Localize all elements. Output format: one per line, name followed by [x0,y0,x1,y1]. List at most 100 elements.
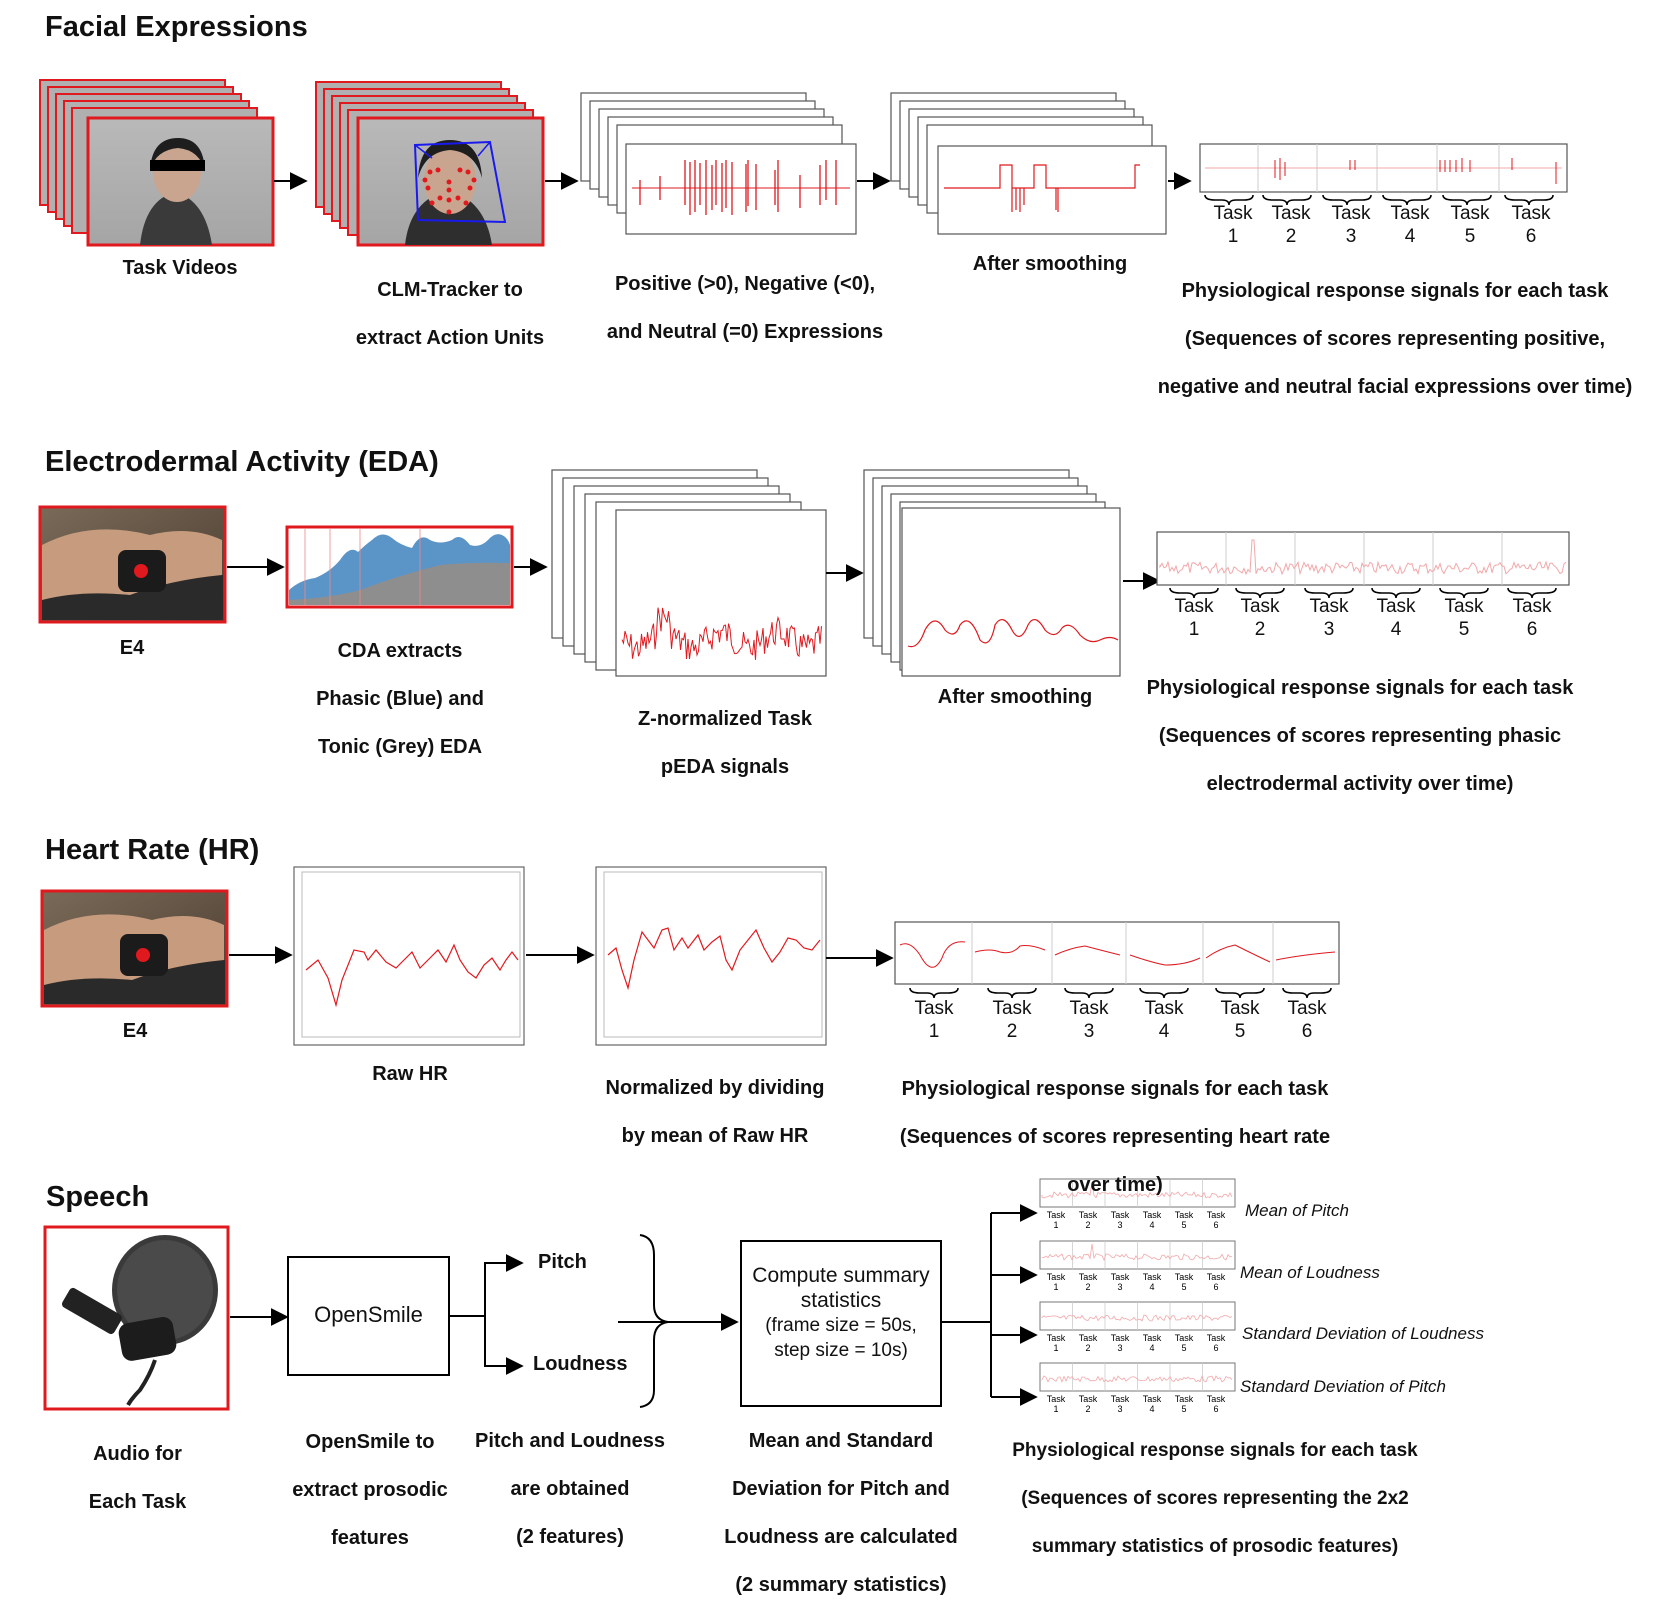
speech-mini-task-number: 2 [1085,1404,1090,1414]
caption-hr-result: Physiological response signals for each … [880,1053,1350,1221]
task-word: Task [1512,596,1552,617]
caption-speech-result-line2: (Sequences of scores representing the 2x… [1021,1488,1409,1509]
speech-mini-task-number: 1 [1053,1220,1058,1230]
speech-mini-task-number: 3 [1117,1220,1122,1230]
caption-expr-line2: and Neutral (=0) Expressions [606,321,884,343]
task-word: Task [1271,203,1311,224]
caption-clm-line1: CLM-Tracker to [377,279,523,301]
caption-branches-line2: are obtained [510,1478,630,1500]
speech-mini-task-number: 3 [1117,1343,1122,1353]
caption-summary-line3: Loudness are calculated [724,1526,958,1548]
caption-hr-device: E4 [122,1020,148,1042]
caption-speech-result-line3: summary statistics of prosodic features) [1031,1536,1399,1557]
caption-eda-smoothing: After smoothing [937,686,1093,708]
speech-mini-task-number: 6 [1213,1343,1218,1353]
task-number: 6 [1525,226,1537,247]
speech-mini-task-word: Task [1079,1272,1098,1282]
task-word: Task [1069,998,1109,1019]
speech-mini-task-word: Task [1175,1272,1194,1282]
speech-mini-task-word: Task [1143,1394,1162,1404]
caption-audio-line2: Each Task [88,1491,187,1513]
stat-label-mean-loudness: Mean of Loudness [1240,1263,1380,1282]
speech-mini-task-number: 4 [1149,1282,1154,1292]
caption-opensmile-line1: OpenSmile to [305,1431,435,1453]
speech-mini-task-word: Task [1175,1210,1194,1220]
speech-mini-task-number: 5 [1181,1404,1186,1414]
task-number: 5 [1458,619,1470,640]
caption-branches: Pitch and Loudness are obtained (2 featu… [470,1405,670,1573]
speech-mini-task-word: Task [1047,1210,1066,1220]
branch-connectors [449,1254,524,1375]
task-word: Task [914,998,954,1019]
eda-task-signals [1156,531,1570,599]
caption-cda-line3: Tonic (Grey) EDA [317,736,483,758]
task-number: 6 [1526,619,1538,640]
caption-clm-line2: extract Action Units [355,327,545,349]
speech-mini-task-number: 4 [1149,1220,1154,1230]
caption-summary-line1: Mean and Standard [748,1430,934,1452]
summary-statistics-box [740,1240,942,1407]
task-number: 2 [1285,226,1297,247]
task-word: Task [1174,596,1214,617]
speech-task-signals: Task1Task2Task3Task4Task5Task6Task1Task2… [1039,1178,1236,1414]
caption-raw-hr: Raw HR [372,1063,448,1085]
task-word: Task [1444,596,1484,617]
caption-facial-result-line1: Physiological response signals for each … [1181,280,1609,302]
task-number: 3 [1083,1021,1095,1042]
caption-cda: CDA extracts Phasic (Blue) and Tonic (Gr… [290,615,510,783]
pipeline-diagram: Task1Task2Task3Task4Task5Task6Task1Task2… [38,79,1570,1414]
stat-fanout-arrows [941,1204,1038,1406]
caption-branches-line3: (2 features) [516,1526,624,1548]
caption-opensmile-line2: extract prosodic [292,1479,448,1501]
caption-expr-line1: Positive (>0), Negative (<0), [614,273,876,295]
speech-mini-task-word: Task [1175,1394,1194,1404]
speech-mini-task-number: 2 [1085,1220,1090,1230]
task-number: 5 [1464,226,1476,247]
caption-speech-result: Physiological response signals for each … [975,1415,1455,1583]
stat-label-sd-loudness: Standard Deviation of Loudness [1242,1324,1484,1343]
speech-mini-task-number: 6 [1213,1404,1218,1414]
task-word: Task [992,998,1032,1019]
title-facial-expressions: Facial Expressions [45,11,308,43]
task-word: Task [1390,203,1430,224]
caption-eda-result-line1: Physiological response signals for each … [1146,677,1574,699]
caption-audio-line1: Audio for [93,1443,182,1465]
facial-task-signals [1199,143,1568,206]
caption-z-normalized: Z-normalized Task pEDA signals [615,683,835,803]
speech-mini-task-number: 6 [1213,1282,1218,1292]
caption-norm-line1: Normalized by dividing [605,1077,825,1099]
title-eda: Electrodermal Activity (EDA) [45,446,439,478]
task-word: Task [1240,596,1280,617]
caption-eda-device: E4 [119,637,145,659]
clm-tracker-stack [315,81,545,247]
speech-mini-task-number: 6 [1213,1220,1218,1230]
speech-mini-task-word: Task [1047,1333,1066,1343]
cda-phasic-tonic-chart [285,525,514,609]
caption-facial-smoothing: After smoothing [972,253,1128,275]
task-number: 5 [1234,1021,1246,1042]
caption-facial-result-line3: negative and neutral facial expressions … [1157,376,1633,398]
speech-mini-task-number: 3 [1117,1404,1122,1414]
speech-mini-task-word: Task [1143,1210,1162,1220]
hr-task-signals [894,921,1340,999]
speech-mini-task-word: Task [1111,1333,1130,1343]
caption-cda-line2: Phasic (Blue) and [316,688,484,710]
task-word: Task [1511,203,1551,224]
opensmile-box-label: OpenSmile [314,1302,423,1327]
raw-hr-chart [293,866,525,1046]
speech-signal-line [1041,1375,1233,1383]
branch-label-pitch: Pitch [538,1251,587,1273]
caption-z-line2: pEDA signals [660,756,790,778]
normalized-hr-chart [595,866,827,1046]
caption-opensmile-line3: features [331,1527,409,1549]
caption-facial-result: Physiological response signals for each … [1150,255,1640,423]
summary-box-line4: step size = 10s) [774,1340,908,1361]
speech-mini-task-word: Task [1207,1210,1226,1220]
